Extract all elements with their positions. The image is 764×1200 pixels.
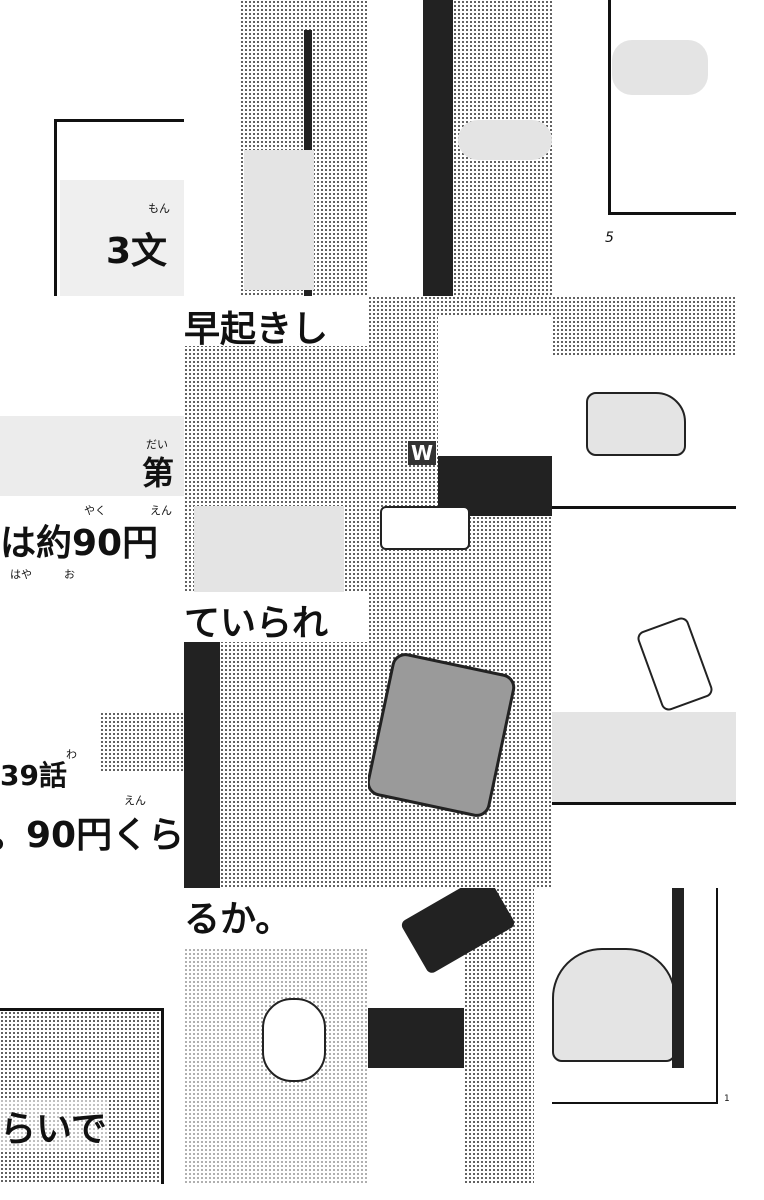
manga-tile: わ 39話 えん 。90円くら xyxy=(0,592,184,888)
title-text: 。90円くら xyxy=(0,815,184,856)
title-text: 3文 xyxy=(106,231,168,272)
car-logo: W xyxy=(408,441,437,465)
manga-tile: だい 第 やく えん は約90円 はや お xyxy=(0,296,184,592)
background-art xyxy=(60,180,184,296)
manga-tile xyxy=(552,296,736,592)
title-text: ていられ xyxy=(184,603,329,644)
page-number: 5 xyxy=(605,230,614,246)
panel-border xyxy=(54,119,184,296)
ruby-text: もん xyxy=(148,202,170,215)
manga-tile: 早起きし xyxy=(184,296,368,592)
manga-tile: ていられ xyxy=(184,592,368,888)
title-text: 早起きし xyxy=(184,309,329,350)
manga-tile: W xyxy=(368,296,552,592)
ruby-text: えん xyxy=(124,794,146,807)
manga-tile: 5 xyxy=(552,0,736,296)
manga-tile xyxy=(368,592,552,888)
manga-tile xyxy=(552,592,736,888)
chapter-text: 第 xyxy=(142,454,175,492)
ruby-text: はや xyxy=(10,568,32,581)
chapter-text: 39話 xyxy=(0,759,67,792)
title-text: は約90円 xyxy=(0,523,159,564)
manga-tile: もん 3文 xyxy=(0,0,184,296)
manga-tile: 1 xyxy=(552,888,736,1184)
ruby-text: だい xyxy=(146,438,168,451)
manga-tile xyxy=(184,0,368,296)
ruby-text: えん xyxy=(150,504,172,517)
character-face xyxy=(262,998,326,1082)
panel-border xyxy=(608,0,736,215)
ruby-text: わ xyxy=(66,748,77,761)
page-number: 1 xyxy=(724,1094,730,1104)
school-bag xyxy=(368,650,518,820)
title-text: らいで xyxy=(0,1100,107,1152)
manga-tile: らいで xyxy=(0,888,184,1184)
panel-border xyxy=(0,1008,164,1184)
ruby-text: やく xyxy=(84,504,106,517)
manga-tile xyxy=(368,0,552,296)
ruby-text: お xyxy=(64,568,75,581)
title-text: るか。 xyxy=(184,899,292,940)
manga-tile: るか。 xyxy=(184,888,368,1184)
manga-tile xyxy=(368,888,552,1184)
